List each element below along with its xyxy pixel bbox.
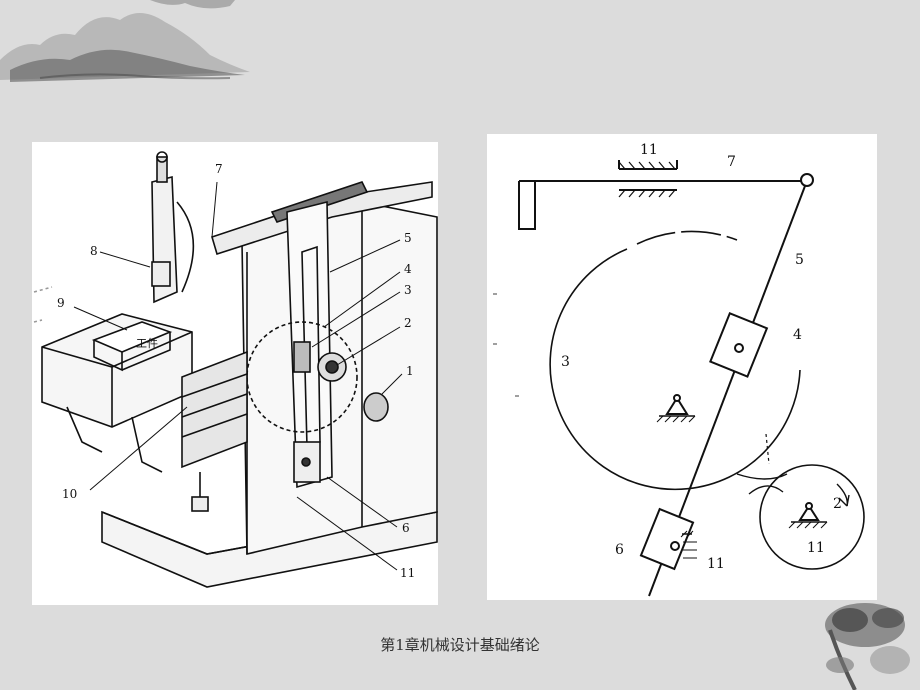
label-2: 2 — [404, 316, 412, 330]
label-8: 8 — [90, 244, 98, 258]
label-9: 9 — [57, 296, 65, 310]
label-6: 6 — [402, 521, 410, 535]
label-3: 3 — [404, 283, 412, 297]
workpiece-label: 工件 — [136, 337, 158, 350]
label-7: 7 — [727, 154, 736, 170]
label-11-bottom-right: 11 — [807, 540, 825, 556]
ink-mountain-decoration — [0, 0, 250, 82]
shaper-machine-drawing: 工件 7 8 9 5 4 3 2 1 10 6 11 — [33, 151, 438, 588]
kinematic-schematic: 11 7 5 4 3 2 11 6 11 — [487, 134, 877, 600]
label-7: 7 — [215, 162, 223, 176]
shaper-machine-illustration: 工件 7 8 9 5 4 3 2 1 10 6 11 — [32, 142, 438, 605]
label-4: 4 — [793, 327, 802, 343]
label-2: 2 — [833, 496, 842, 512]
label-11-top: 11 — [640, 142, 658, 158]
label-11: 11 — [400, 566, 415, 580]
label-1: 1 — [406, 364, 414, 378]
label-4: 4 — [404, 262, 412, 276]
kinematic-diagram: 11 7 5 4 3 2 11 6 11 — [493, 142, 865, 597]
label-5: 5 — [795, 252, 804, 268]
label-10: 10 — [62, 487, 77, 501]
label-3: 3 — [561, 354, 570, 370]
slide-caption: 第1章机械设计基础绪论 — [380, 636, 540, 654]
label-11-right: 11 — [707, 556, 725, 572]
ink-flower-decoration — [825, 603, 910, 690]
label-6: 6 — [615, 542, 624, 558]
label-5: 5 — [404, 231, 412, 245]
